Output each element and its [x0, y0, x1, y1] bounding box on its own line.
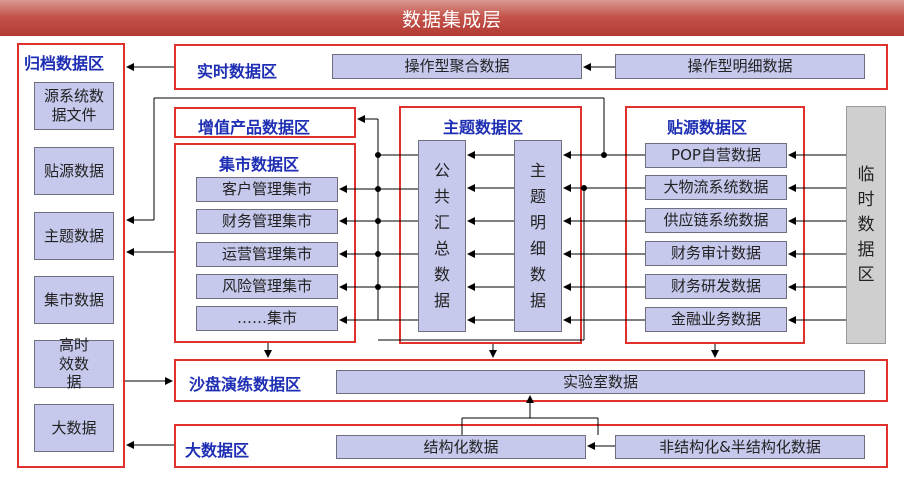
mart-customer: 客户管理集市: [196, 177, 338, 202]
subject-detail-box: 主题明细数据: [514, 140, 562, 332]
archive-item-source-files: 源系统数据文件: [34, 82, 114, 130]
archive-item-subject: 主题数据: [34, 212, 114, 260]
value-added-zone-title: 增值产品数据区: [198, 118, 311, 137]
value-added-zone: [174, 107, 356, 138]
subject-zone-title: 主题数据区: [443, 118, 524, 137]
sandbox-zone-title: 沙盘演练数据区: [189, 375, 302, 394]
lab-data-box: 实验室数据: [336, 370, 865, 394]
mart-etc: ……集市: [196, 306, 338, 331]
source-supply-chain: 供应链系统数据: [645, 208, 787, 233]
archive-item-bigdata: 大数据: [34, 404, 114, 452]
page-title: 数据集成层: [0, 0, 904, 36]
mart-risk: 风险管理集市: [196, 274, 338, 299]
source-zone-title: 贴源数据区: [667, 118, 748, 137]
realtime-zone-title: 实时数据区: [197, 62, 278, 81]
temp-zone: 临时数据区: [846, 106, 886, 344]
source-logistics: 大物流系统数据: [645, 175, 787, 200]
unstructured-data-box: 非结构化&半结构化数据: [615, 435, 865, 459]
source-finance-audit: 财务审计数据: [645, 241, 787, 266]
archive-item-mart: 集市数据: [34, 276, 114, 324]
bigdata-zone-title: 大数据区: [185, 441, 250, 460]
source-pop: POP自营数据: [645, 143, 787, 168]
archive-item-source: 贴源数据: [34, 147, 114, 195]
operational-detail-box: 操作型明细数据: [615, 54, 865, 79]
mart-zone-title: 集市数据区: [219, 155, 300, 174]
source-finance-rd: 财务研发数据: [645, 274, 787, 299]
public-summary-box: 公共汇总数据: [418, 140, 466, 332]
operational-aggregate-box: 操作型聚合数据: [332, 54, 582, 79]
archive-zone-title: 归档数据区: [24, 54, 105, 73]
mart-finance: 财务管理集市: [196, 209, 338, 234]
mart-operations: 运营管理集市: [196, 242, 338, 267]
structured-data-box: 结构化数据: [336, 435, 586, 459]
archive-item-realtime: 高时效数据: [34, 336, 114, 391]
source-finance-business: 金融业务数据: [645, 307, 787, 332]
